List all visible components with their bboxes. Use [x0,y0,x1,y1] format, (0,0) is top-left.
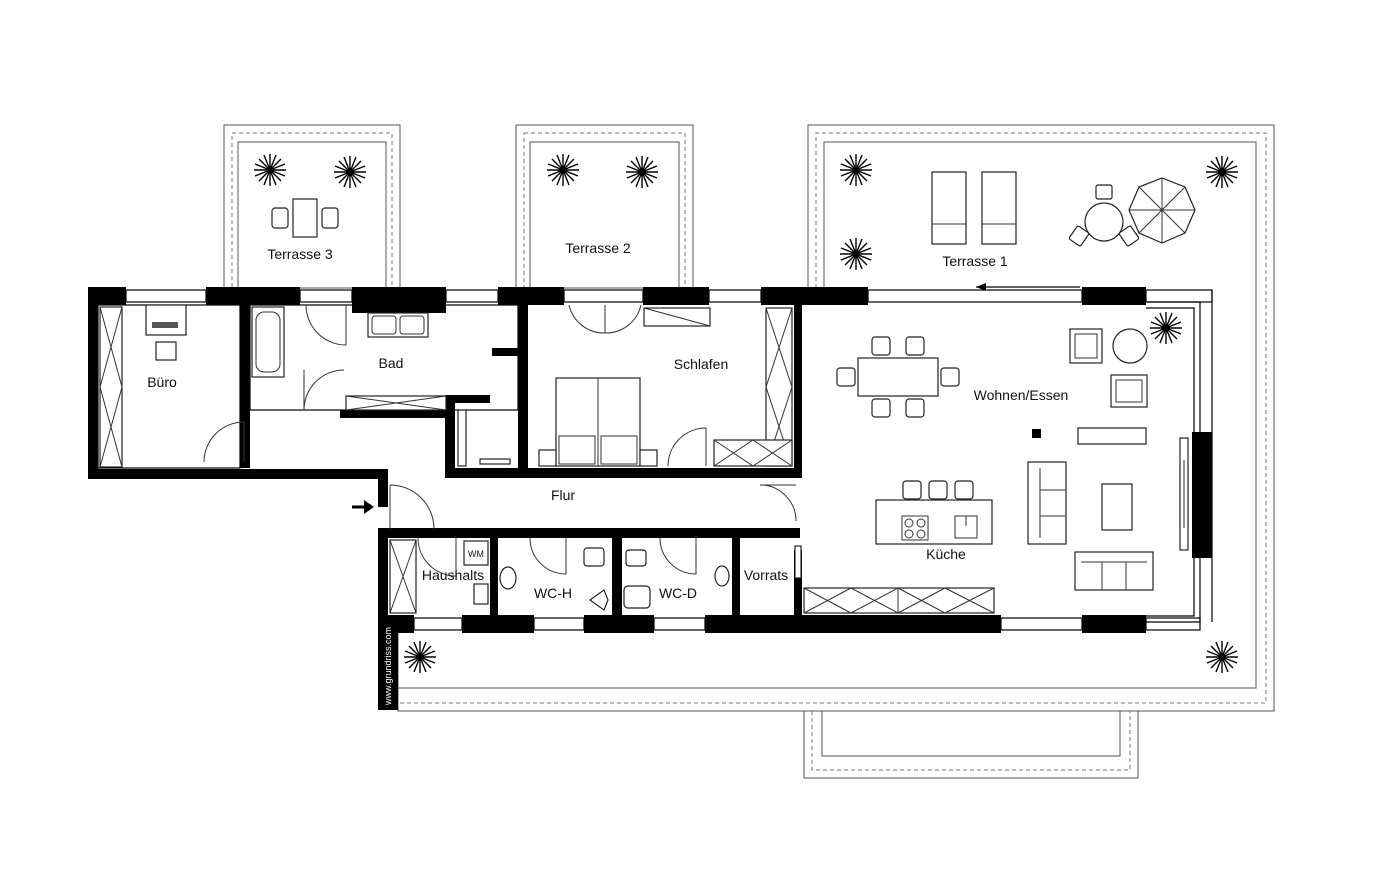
terrace-3-outline [223,124,401,289]
vorrats-door [794,545,802,579]
sun-loungers [931,171,1017,245]
bathtub [251,306,285,378]
room-label-haushalts: Haushalts [422,567,484,583]
shower [345,395,447,411]
plant-icon [546,153,580,187]
plant-icon [403,640,437,674]
office-wardrobe [99,306,123,468]
plant-icon [1205,640,1239,674]
plant-icon [839,153,873,187]
column [1032,429,1041,438]
plant-icon [839,237,873,271]
wc-d-fixtures [623,549,730,609]
washing-machine: WM [463,540,489,566]
umbrella-icon [1128,177,1196,244]
washing-machine-label: WM [468,549,484,559]
armchairs [1069,328,1148,408]
shelf [457,409,467,467]
lower-balcony-outline [803,711,1139,779]
room-label-vorrats: Vorrats [744,567,788,583]
kitchen-island [875,480,993,545]
plant-icon [1149,311,1183,345]
room-label-flur: Flur [551,487,575,503]
room-label-terrasse-2: Terrasse 2 [565,240,631,256]
room-label-terrasse-1: Terrasse 1 [942,253,1008,269]
window-lines [97,283,1213,631]
wc-h-fixtures [499,547,609,611]
double-sink [367,312,429,338]
room-label-wc-d: WC-D [659,585,697,601]
round-table-with-chairs [1068,184,1140,247]
double-bed [538,377,658,467]
tv-icon [1179,437,1189,551]
plant-icon [333,155,367,189]
kitchen-counter [803,587,995,614]
terrace-2-outline [515,124,694,289]
terrace-table [271,198,339,238]
entrance-arrow-icon [352,500,374,514]
plant-icon [625,155,659,189]
dining-table-with-chairs [836,336,960,418]
sideboard [1077,427,1147,445]
room-label-bad: Bad [379,355,404,371]
walls [88,287,1212,710]
utility-sink [473,583,489,605]
room-label-schlafen: Schlafen [674,356,728,372]
plant-icon [253,153,287,187]
room-label-terrasse-3: Terrasse 3 [267,246,333,262]
room-label-kueche: Küche [926,546,966,562]
room-label-wc-h: WC-H [534,585,572,601]
plant-icon [1205,155,1239,189]
office-desk [145,304,187,361]
towel-rail [479,458,511,465]
watermark-text: www.grundriss.com [383,627,393,706]
utility-cabinet [389,539,417,614]
bedroom-wardrobe [643,307,793,467]
sofa [1027,461,1154,591]
room-label-buero: Büro [147,374,177,390]
room-label-wohnen-essen: Wohnen/Essen [974,387,1069,403]
doors [203,304,797,577]
